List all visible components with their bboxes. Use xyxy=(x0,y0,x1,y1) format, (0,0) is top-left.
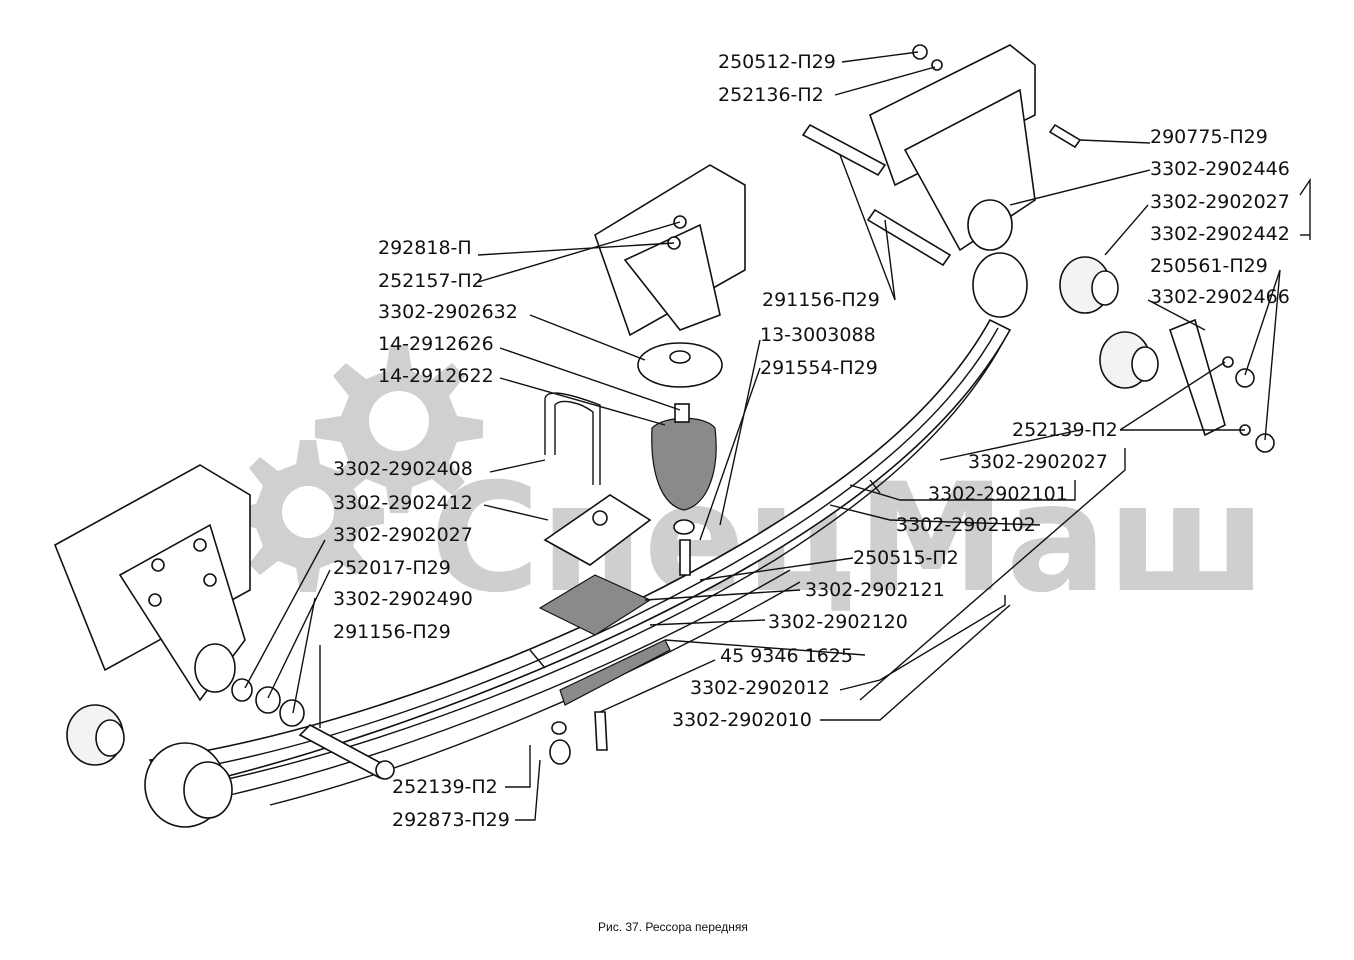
part-label: 3302-2902102 xyxy=(896,514,1036,536)
clamp-plates xyxy=(538,494,671,706)
part-label: 3302-2902120 xyxy=(768,611,908,633)
part-label: 3302-2902027 xyxy=(333,524,473,546)
leaf-spring xyxy=(148,318,1012,806)
part-label: 250561-П29 xyxy=(1150,255,1268,277)
part-label: 250515-П2 xyxy=(853,547,959,569)
front-eye-bushing xyxy=(66,704,233,828)
part-labels: 250512-П29 252136-П2 290775-П29 3302-290… xyxy=(333,51,1290,831)
part-label: 3302-2902101 xyxy=(928,483,1068,505)
rear-eye-and-shackle xyxy=(972,252,1275,453)
part-label: 14-2912626 xyxy=(378,333,494,355)
part-label: 290775-П29 xyxy=(1150,126,1268,148)
part-label: 3302-2902027 xyxy=(968,451,1108,473)
frame-bracket-rear xyxy=(869,44,1036,252)
figure-caption: Рис. 37. Рессора передняя xyxy=(598,920,748,934)
part-label: 3302-2902490 xyxy=(333,588,473,610)
part-label: 3302-2902412 xyxy=(333,492,473,514)
frame-bracket-middle xyxy=(594,164,746,337)
part-label: 3302-2902010 xyxy=(672,709,812,731)
part-label: 3302-2902408 xyxy=(333,458,473,480)
bolts-and-pins xyxy=(298,123,1082,780)
leader-lines xyxy=(244,51,1311,821)
part-label: 252139-П2 xyxy=(1012,419,1118,441)
part-label: 45 9346 1625 xyxy=(720,645,853,667)
part-label: 3302-2902632 xyxy=(378,301,518,323)
part-label: 250512-П29 xyxy=(718,51,836,73)
part-label: 14-2912622 xyxy=(378,365,494,387)
part-label: 252157-П2 xyxy=(378,270,484,292)
part-label: 291156-П29 xyxy=(762,289,880,311)
part-label: 13-3003088 xyxy=(760,324,876,346)
part-label: 3302-2902012 xyxy=(690,677,830,699)
rubber-bump-stop xyxy=(637,342,723,511)
part-label: 3302-2902466 xyxy=(1150,286,1290,308)
frame-bracket-front xyxy=(53,464,251,702)
part-label: 3302-2902027 xyxy=(1150,191,1290,213)
washers-and-nuts xyxy=(231,44,943,765)
part-label: 3302-2902121 xyxy=(805,579,945,601)
part-label: 252139-П2 xyxy=(392,776,498,798)
part-label: 3302-2902446 xyxy=(1150,158,1290,180)
part-label: 252017-П29 xyxy=(333,557,451,579)
part-label: 292818-П xyxy=(378,237,472,259)
watermark-gear-icon xyxy=(232,345,483,592)
part-label: 252136-П2 xyxy=(718,84,824,106)
part-label: 3302-2902442 xyxy=(1150,223,1290,245)
part-label: 292873-П29 xyxy=(392,809,510,831)
part-label: 291554-П29 xyxy=(760,357,878,379)
u-bolt xyxy=(544,392,601,485)
part-label: 291156-П29 xyxy=(333,621,451,643)
